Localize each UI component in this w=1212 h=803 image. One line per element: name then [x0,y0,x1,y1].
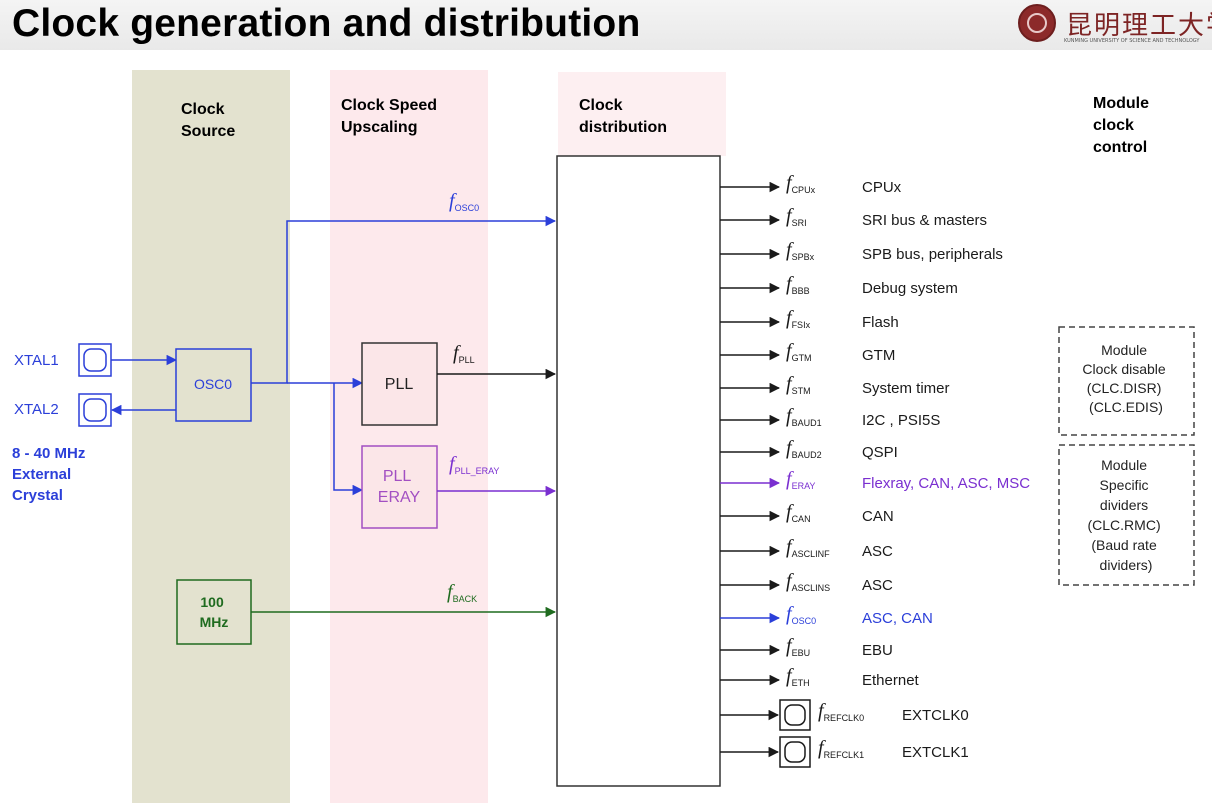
xtal2-pin [78,393,112,427]
clock-distribution-band [558,72,726,156]
xtal1-label: XTAL1 [14,352,59,369]
fosc0-wire [251,215,557,384]
output-label-baud1: I2C , PSI5S [862,412,940,429]
specific-dividers-box [1058,444,1195,586]
osc0-block [175,348,252,422]
backup-clock-block [176,579,252,645]
output-signal-sri: fSRI [786,205,807,228]
xtal2-label: XTAL2 [14,401,59,418]
output-signal-refclk1: fREFCLK1 [818,737,864,760]
output-signal-asclins: fASCLINS [786,570,830,593]
module-clock-control-header: Module clock control [1093,95,1153,156]
title-bar: Clock generation and distribution 昆明理工大学… [0,0,1212,50]
pll-block [361,342,438,426]
output-signal-stm: fSTM [786,373,811,396]
output-signal-fsix: fFSIx [786,307,811,330]
pll-eray-block [361,445,438,529]
output-signal-eth: fETH [786,665,810,688]
output-signal-cpux: fCPUx [786,172,816,195]
xtal1-pin [78,343,112,377]
output-signal-refclk0: fREFCLK0 [818,700,864,723]
osc0-label: OSC0 [194,376,232,392]
output-label-asclins: ASC [862,577,893,594]
fosc0-signal-label: fOSC0 [449,190,479,213]
output-label-baud2: QSPI [862,444,898,461]
page-title: Clock generation and distribution [12,2,641,45]
output-signal-can: fCAN [786,501,811,524]
pll-label: PLL [385,376,414,393]
fpll-signal-label: fPLL [453,342,475,365]
output-signal-spbx: fSPBx [786,239,815,262]
output-label-gtm: GTM [862,347,895,364]
osc0-to-pll-eray-wire [333,383,364,496]
clock-source-band [132,70,290,803]
output-label-fsix: Flash [862,314,899,331]
clock-upscaling-band [330,70,488,803]
output-label-can: CAN [862,508,894,525]
output-label-asclinf: ASC [862,543,893,560]
output-signal-bbb: fBBB [786,273,810,296]
output-signal-ebu: fEBU [786,635,810,658]
output-label-sri: SRI bus & masters [862,212,987,229]
output-label-cpux: CPUx [862,179,902,196]
university-subtitle: KUNMING UNIVERSITY OF SCIENCE AND TECHNO… [1064,38,1200,44]
specific-dividers-text: Module Specific dividers (CLC.RMC) (Baud… [1088,457,1165,573]
output-signal-baud2: fBAUD2 [786,437,822,460]
output-label-eth: Ethernet [862,672,920,689]
fpll-eray-signal-label: fPLL_ERAY [449,453,499,476]
output-signal-osc0: fOSC0 [786,603,816,626]
clock-distribution-header: Clock distribution [579,97,667,136]
output-signal-eray: fERAY [786,468,815,491]
university-seal-icon [1018,4,1056,42]
output-label-ebu: EBU [862,642,893,659]
university-logo: 昆明理工大学 KUNMING UNIVERSITY OF SCIENCE AND… [1016,3,1212,47]
university-name: 昆明理工大学 [1066,11,1212,41]
output-signal-baud1: fBAUD1 [786,405,822,428]
output-signal-asclinf: fASCLINF [786,536,830,559]
output-signal-gtm: fGTM [786,340,812,363]
clock-upscaling-header: Clock Speed Upscaling [341,97,441,136]
output-label-bbb: Debug system [862,280,958,297]
clock-distribution-block [556,155,721,787]
output-label-refclk1: EXTCLK1 [902,744,969,761]
external-crystal-note: 8 - 40 MHz External Crystal [12,445,90,504]
output-label-stm: System timer [862,380,950,397]
clock-disable-box [1058,326,1195,436]
output-label-refclk0: EXTCLK0 [902,707,969,724]
clock-source-header: Clock Source [181,101,235,140]
clock-disable-text: Module Clock disable (CLC.DISR) (CLC.EDI… [1082,342,1169,415]
output-label-eray: Flexray, CAN, ASC, MSC [862,475,1030,492]
clock-outputs: fCPUx CPUx fSRI SRI bus & masters fSPBx SPB b… [720,172,1030,768]
output-label-spbx: SPB bus, peripherals [862,246,1003,263]
backup-clock-label: 100 MHz [200,594,229,630]
fback-signal-label: fBACK [447,581,477,604]
pin-extclk1 [779,736,811,768]
clock-diagram: Clock Source Clock Speed Upscaling Clock… [12,70,1195,803]
pin-extclk0 [779,699,811,731]
output-label-osc0: ASC, CAN [862,610,933,627]
pll-eray-label: PLL ERAY [378,468,421,506]
